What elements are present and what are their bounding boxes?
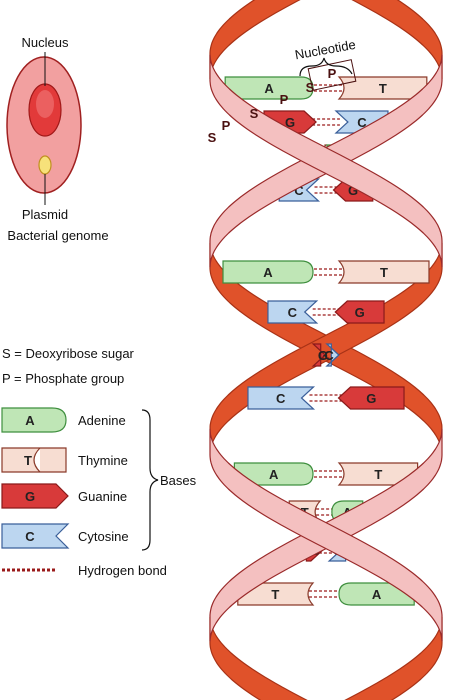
base-letter-left-4: A xyxy=(263,265,273,280)
helix-front-strand xyxy=(209,54,443,642)
base-right-7 xyxy=(337,386,405,410)
base-right-5 xyxy=(334,300,385,324)
strand-1-back-2 xyxy=(209,616,308,700)
backbone-letter-3: S xyxy=(250,106,259,121)
base-letter-right-5: G xyxy=(355,305,365,320)
nucleus-label: Nucleus xyxy=(22,35,69,50)
plasmid-label: Plasmid xyxy=(22,207,68,222)
base-letter-right-1: C xyxy=(357,115,367,130)
base-letter-left-6: G xyxy=(318,348,328,363)
nucleotide-brace xyxy=(299,57,353,77)
legend-hbond-label: Hydrogen bond xyxy=(78,563,167,578)
key-sugar: S = Deoxyribose sugar xyxy=(2,346,135,361)
nucleotide-box xyxy=(307,59,357,91)
bases-brace xyxy=(141,409,159,551)
legend-guanine-name: Guanine xyxy=(78,489,127,504)
base-right-8 xyxy=(337,462,419,486)
bacterial-cell: Nucleus Plasmid Bacterial genome xyxy=(6,35,109,243)
nucleus-highlight xyxy=(36,90,54,118)
base-left-4 xyxy=(222,260,314,284)
base-letter-right-4: T xyxy=(380,265,388,280)
base-letter-left-1: G xyxy=(285,115,295,130)
legend-thymine-shape xyxy=(1,447,67,473)
base-left-0 xyxy=(224,76,314,100)
base-right-6 xyxy=(325,343,340,367)
base-letter-right-7: G xyxy=(366,391,376,406)
legend-thymine-name: Thymine xyxy=(78,453,128,468)
strand-2-front-1 xyxy=(209,428,443,642)
legend-adenine-shape xyxy=(1,407,67,433)
strand-2-back-2 xyxy=(344,616,443,700)
base-right-11 xyxy=(338,582,415,606)
genome-label: Bacterial genome xyxy=(7,228,108,243)
legend-cytosine-name: Cytosine xyxy=(78,529,129,544)
base-left-5 xyxy=(267,300,319,324)
base-right-0 xyxy=(337,76,428,100)
base-letter-right-8: T xyxy=(374,467,382,482)
base-letter-right-6: C xyxy=(324,348,334,363)
backbone-letter-0: P xyxy=(328,66,337,81)
legend-cytosine-shape xyxy=(1,523,70,549)
base-letter-left-7: C xyxy=(276,391,286,406)
backbone-letter-1: S xyxy=(306,80,315,95)
bases-label: Bases xyxy=(160,473,197,488)
base-letter-left-3: C xyxy=(294,183,304,198)
helix-back-strand xyxy=(209,0,443,700)
base-letter-left-0: A xyxy=(264,81,274,96)
base-letter-right-11: A xyxy=(372,587,382,602)
legend-thymine-letter: T xyxy=(24,453,32,468)
legend-adenine-letter: A xyxy=(25,413,35,428)
base-letter-left-11: T xyxy=(271,587,279,602)
legend-cytosine-letter: C xyxy=(25,529,35,544)
legend: A Adenine T Thymine G Guanine C Cytosine… xyxy=(1,407,197,578)
backbone-letter-5: S xyxy=(208,130,217,145)
base-letter-left-8: A xyxy=(269,467,279,482)
nucleotide-annotation: Nucleotide xyxy=(294,37,357,77)
key-phosphate: P = Phosphate group xyxy=(2,371,124,386)
legend-guanine-letter: G xyxy=(25,489,35,504)
base-right-4 xyxy=(337,260,430,284)
base-left-11 xyxy=(237,582,315,606)
legend-adenine-name: Adenine xyxy=(78,413,126,428)
nucleotide-label: Nucleotide xyxy=(294,37,357,62)
base-letter-right-3: G xyxy=(348,183,358,198)
strand-2-front-0 xyxy=(209,54,443,268)
backbone-letter-2: P xyxy=(280,92,289,107)
base-left-6 xyxy=(311,343,327,367)
legend-guanine-shape xyxy=(1,483,69,509)
backbone-letter-4: P xyxy=(222,118,231,133)
base-left-8 xyxy=(233,462,314,486)
plasmid xyxy=(38,155,52,175)
base-left-7 xyxy=(247,386,316,410)
base-letter-right-0: T xyxy=(379,81,387,96)
base-letter-left-5: C xyxy=(288,305,298,320)
